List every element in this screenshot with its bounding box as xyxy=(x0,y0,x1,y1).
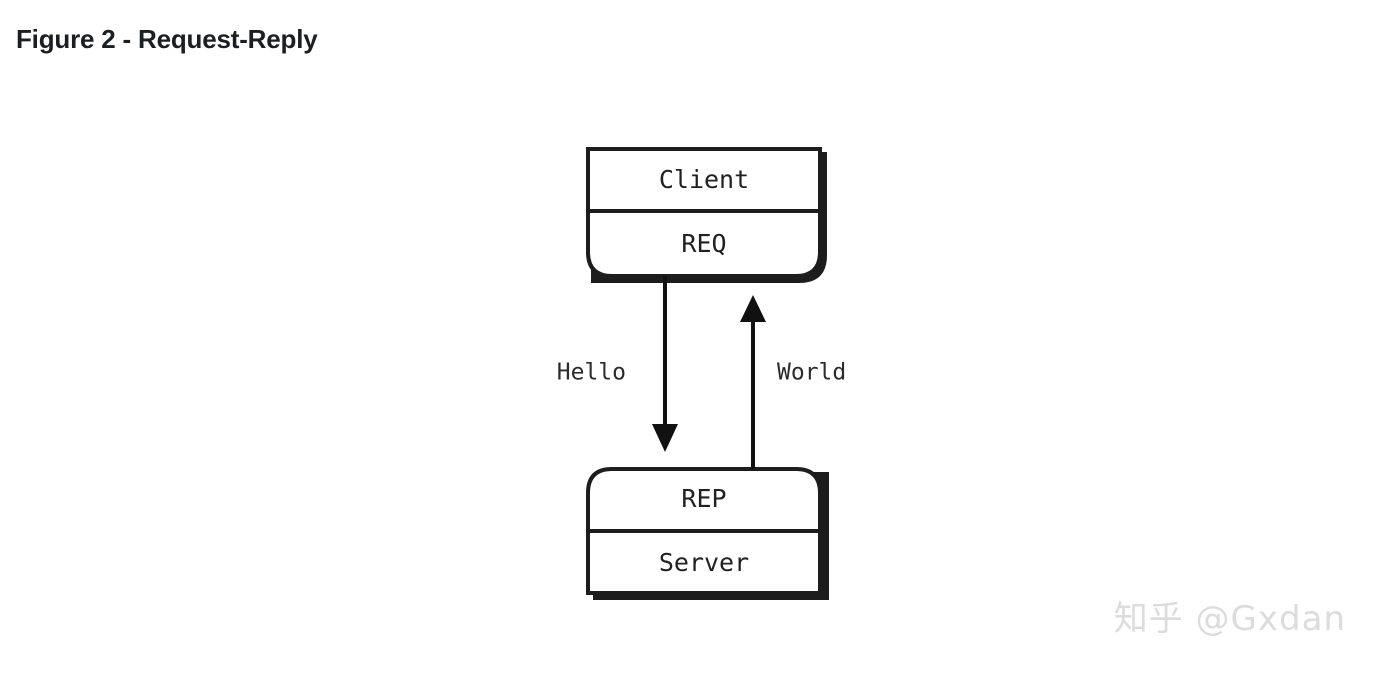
reply-arrow-label: World xyxy=(777,360,846,386)
reply-arrow-head-up-icon xyxy=(740,295,766,322)
request-arrow-label: Hello xyxy=(557,360,626,386)
watermark: 知乎 @Gxdan xyxy=(1113,599,1346,639)
client-node-top-label: Client xyxy=(659,165,749,194)
page-title: Figure 2 - Request-Reply xyxy=(16,24,318,54)
server-node-top-label: REP xyxy=(681,484,726,513)
server-node[interactable]: REP Server xyxy=(586,467,829,600)
server-node-bottom-label: Server xyxy=(659,548,749,577)
request-arrow[interactable] xyxy=(652,276,678,452)
reply-arrow[interactable] xyxy=(740,295,766,469)
request-arrow-head-down-icon xyxy=(652,424,678,452)
client-node[interactable]: Client REQ xyxy=(586,147,827,283)
client-node-bottom-label: REQ xyxy=(681,229,726,258)
